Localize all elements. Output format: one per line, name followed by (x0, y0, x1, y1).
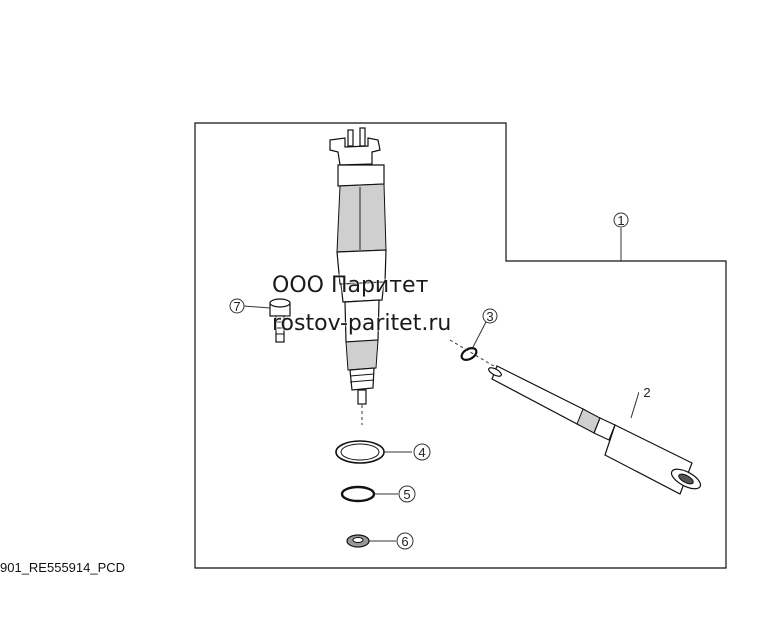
callout-7-label: 7 (233, 299, 240, 314)
connector-tube-part (449, 339, 702, 495)
washer-part (346, 534, 370, 548)
small-o-ring-part (460, 347, 478, 361)
watermark-url: rostov-paritet.ru (272, 311, 452, 336)
callout-2: 2 (639, 384, 655, 400)
assembly-frame (194, 122, 727, 569)
bolt-part (269, 298, 291, 343)
callout-1-label: 1 (617, 213, 624, 228)
injector-assembly (329, 127, 387, 425)
callout-5: 5 (398, 485, 416, 503)
callout-6: 6 (396, 532, 414, 550)
document-code: 901_RE555914_PCD (0, 560, 126, 575)
callout-4: 4 (413, 443, 431, 461)
callout-6-label: 6 (401, 534, 408, 549)
callout-3: 3 (482, 308, 498, 324)
o-ring-part (340, 485, 376, 503)
callout-3-label: 3 (486, 309, 493, 324)
callout-5-label: 5 (403, 487, 410, 502)
large-seal-ring-part (335, 440, 385, 464)
watermark-company: ООО Паритет (272, 273, 429, 298)
callout-1: 1 (613, 212, 629, 228)
callout-7: 7 (229, 298, 245, 314)
callout-4-label: 4 (418, 445, 425, 460)
callout-2-label: 2 (643, 385, 650, 400)
